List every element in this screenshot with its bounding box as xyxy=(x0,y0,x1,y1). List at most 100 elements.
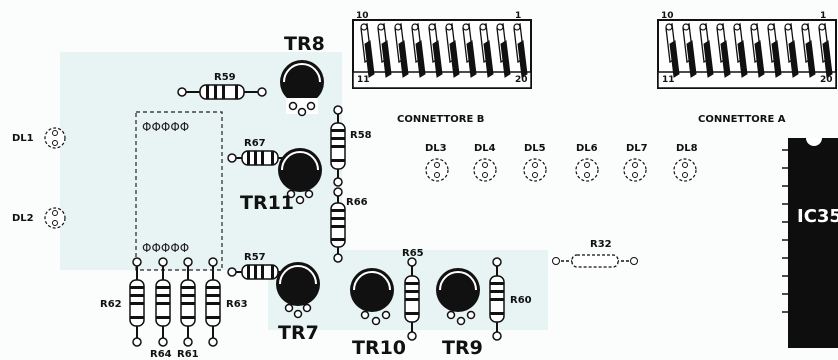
resistor-r67: R67 xyxy=(227,138,290,166)
led-dl8-label: DL8 xyxy=(676,143,698,154)
transistor-tr10-label: TR10 xyxy=(352,337,406,359)
led-dl1-label: DL1 xyxy=(12,133,34,144)
resistor-r57: R57 xyxy=(227,252,288,280)
module-outline: ΦΦΦΦΦ ΦΦΦΦΦ xyxy=(135,111,223,271)
connector-a-pin-bottom xyxy=(720,40,731,78)
connector-a-pin-head xyxy=(733,23,741,31)
led-dl6-label: DL6 xyxy=(576,143,598,154)
connector-b-pin-head xyxy=(360,23,368,31)
connector-a: 10 1 11 20 CONNETTORE A xyxy=(657,11,837,125)
connector-a-pin-bottom xyxy=(703,40,714,78)
connector-a-pin-head xyxy=(801,23,809,31)
led-dl7: DL7 xyxy=(623,143,648,182)
led-dl8: DL8 xyxy=(673,143,698,182)
connector-b: 10 1 11 20 CONNETTORE B xyxy=(352,11,532,125)
resistor-r57-label: R57 xyxy=(244,252,266,263)
ic35-label: IC35 xyxy=(797,206,838,227)
led-dl3-label: DL3 xyxy=(425,143,447,154)
connector-a-pin-bottom xyxy=(822,40,833,78)
led-dl4-label: DL4 xyxy=(474,143,496,154)
connector-a-pin-head xyxy=(716,23,724,31)
resistor-r32: R32 xyxy=(552,239,638,268)
connector-b-pin-20: 20 xyxy=(515,75,528,85)
resistor-r61-label: R61 xyxy=(177,349,199,360)
transistor-tr9-label: TR9 xyxy=(442,337,483,359)
transistor-tr7: TR7 xyxy=(276,262,320,344)
led-dl3: DL3 xyxy=(425,143,449,182)
led-dl1: DL1 xyxy=(12,127,66,149)
connector-b-pin-head xyxy=(411,23,419,31)
connector-b-pin-bottom xyxy=(364,40,375,78)
led-dl6: DL6 xyxy=(575,143,599,182)
connector-b-pin-bottom xyxy=(415,40,426,78)
resistor-r59-label: R59 xyxy=(214,72,236,83)
resistor-r63-label: R63 xyxy=(226,299,248,310)
led-dl2: DL2 xyxy=(12,207,66,229)
connector-b-pin-10: 10 xyxy=(356,11,369,21)
connector-a-pin-bottom xyxy=(805,40,816,78)
connector-a-pin-head xyxy=(699,23,707,31)
resistor-r63: R63 xyxy=(205,257,248,347)
svg-text:ΦΦΦΦΦ: ΦΦΦΦΦ xyxy=(142,241,189,255)
connector-a-pin-head xyxy=(682,23,690,31)
transistor-tr11-label: TR11 xyxy=(240,192,294,214)
connector-b-pin-bottom xyxy=(466,40,477,78)
connector-a-pin-11: 11 xyxy=(662,75,675,85)
transistor-tr11: TR11 xyxy=(240,148,322,214)
resistor-r64-label: R64 xyxy=(150,349,172,360)
resistor-r66: R66 xyxy=(330,187,368,263)
resistor-r61: R61 xyxy=(177,257,199,360)
connector-a-pin-head xyxy=(767,23,775,31)
connector-a-pin-bottom xyxy=(788,40,799,78)
connector-b-pin-bottom xyxy=(517,40,528,78)
resistor-r62: R62 xyxy=(100,257,145,347)
transistor-tr8: TR8 xyxy=(280,33,325,117)
svg-text:ΦΦΦΦΦ: ΦΦΦΦΦ xyxy=(142,120,189,134)
connector-a-pin-bottom xyxy=(771,40,782,78)
connector-b-pin-bottom xyxy=(432,40,443,78)
connector-b-pin-head xyxy=(394,23,402,31)
ic35-chip: IC35 xyxy=(782,138,838,348)
led-dl5-label: DL5 xyxy=(524,143,546,154)
transistor-tr9: TR9 xyxy=(436,268,483,359)
connector-a-pin-head xyxy=(750,23,758,31)
led-dl5: DL5 xyxy=(523,143,547,182)
connector-a-pin-head xyxy=(784,23,792,31)
connector-b-pin-11: 11 xyxy=(357,75,370,85)
transistor-tr10: TR10 xyxy=(350,268,406,359)
resistor-r66-label: R66 xyxy=(346,197,368,208)
resistor-r60-label: R60 xyxy=(510,295,532,306)
connector-b-pin-bottom xyxy=(381,40,392,78)
resistor-r60: R60 xyxy=(489,257,532,341)
resistor-r64: R64 xyxy=(150,257,172,360)
connector-a-pin-bottom xyxy=(737,40,748,78)
connector-a-label: CONNETTORE A xyxy=(698,114,786,125)
connector-b-pin-head xyxy=(513,23,521,31)
connector-a-pin-head xyxy=(818,23,826,31)
connector-a-pin-10: 10 xyxy=(661,11,674,21)
led-dl7-label: DL7 xyxy=(626,143,648,154)
connector-b-pin-bottom xyxy=(398,40,409,78)
connector-a-pin-bottom xyxy=(754,40,765,78)
connector-b-pin-bottom xyxy=(483,40,494,78)
connector-b-pin-bottom xyxy=(500,40,511,78)
connector-a-pin-1: 1 xyxy=(820,11,826,21)
resistor-r59: R59 xyxy=(177,72,267,100)
transistor-tr8-label: TR8 xyxy=(284,33,325,55)
connector-a-pin-bottom xyxy=(669,40,680,78)
connector-b-pin-head xyxy=(462,23,470,31)
connector-b-pin-head xyxy=(445,23,453,31)
connector-b-pin-head xyxy=(496,23,504,31)
resistor-r32-label: R32 xyxy=(590,239,612,250)
connector-b-pin-head xyxy=(428,23,436,31)
connector-a-pin-bottom xyxy=(686,40,697,78)
resistor-r58-label: R58 xyxy=(350,130,372,141)
resistor-r62-label: R62 xyxy=(100,299,122,310)
transistor-tr7-label: TR7 xyxy=(278,322,319,344)
resistor-r67-label: R67 xyxy=(244,138,266,149)
led-dl2-label: DL2 xyxy=(12,213,34,224)
connector-b-pin-head xyxy=(377,23,385,31)
connector-a-pin-20: 20 xyxy=(820,75,833,85)
